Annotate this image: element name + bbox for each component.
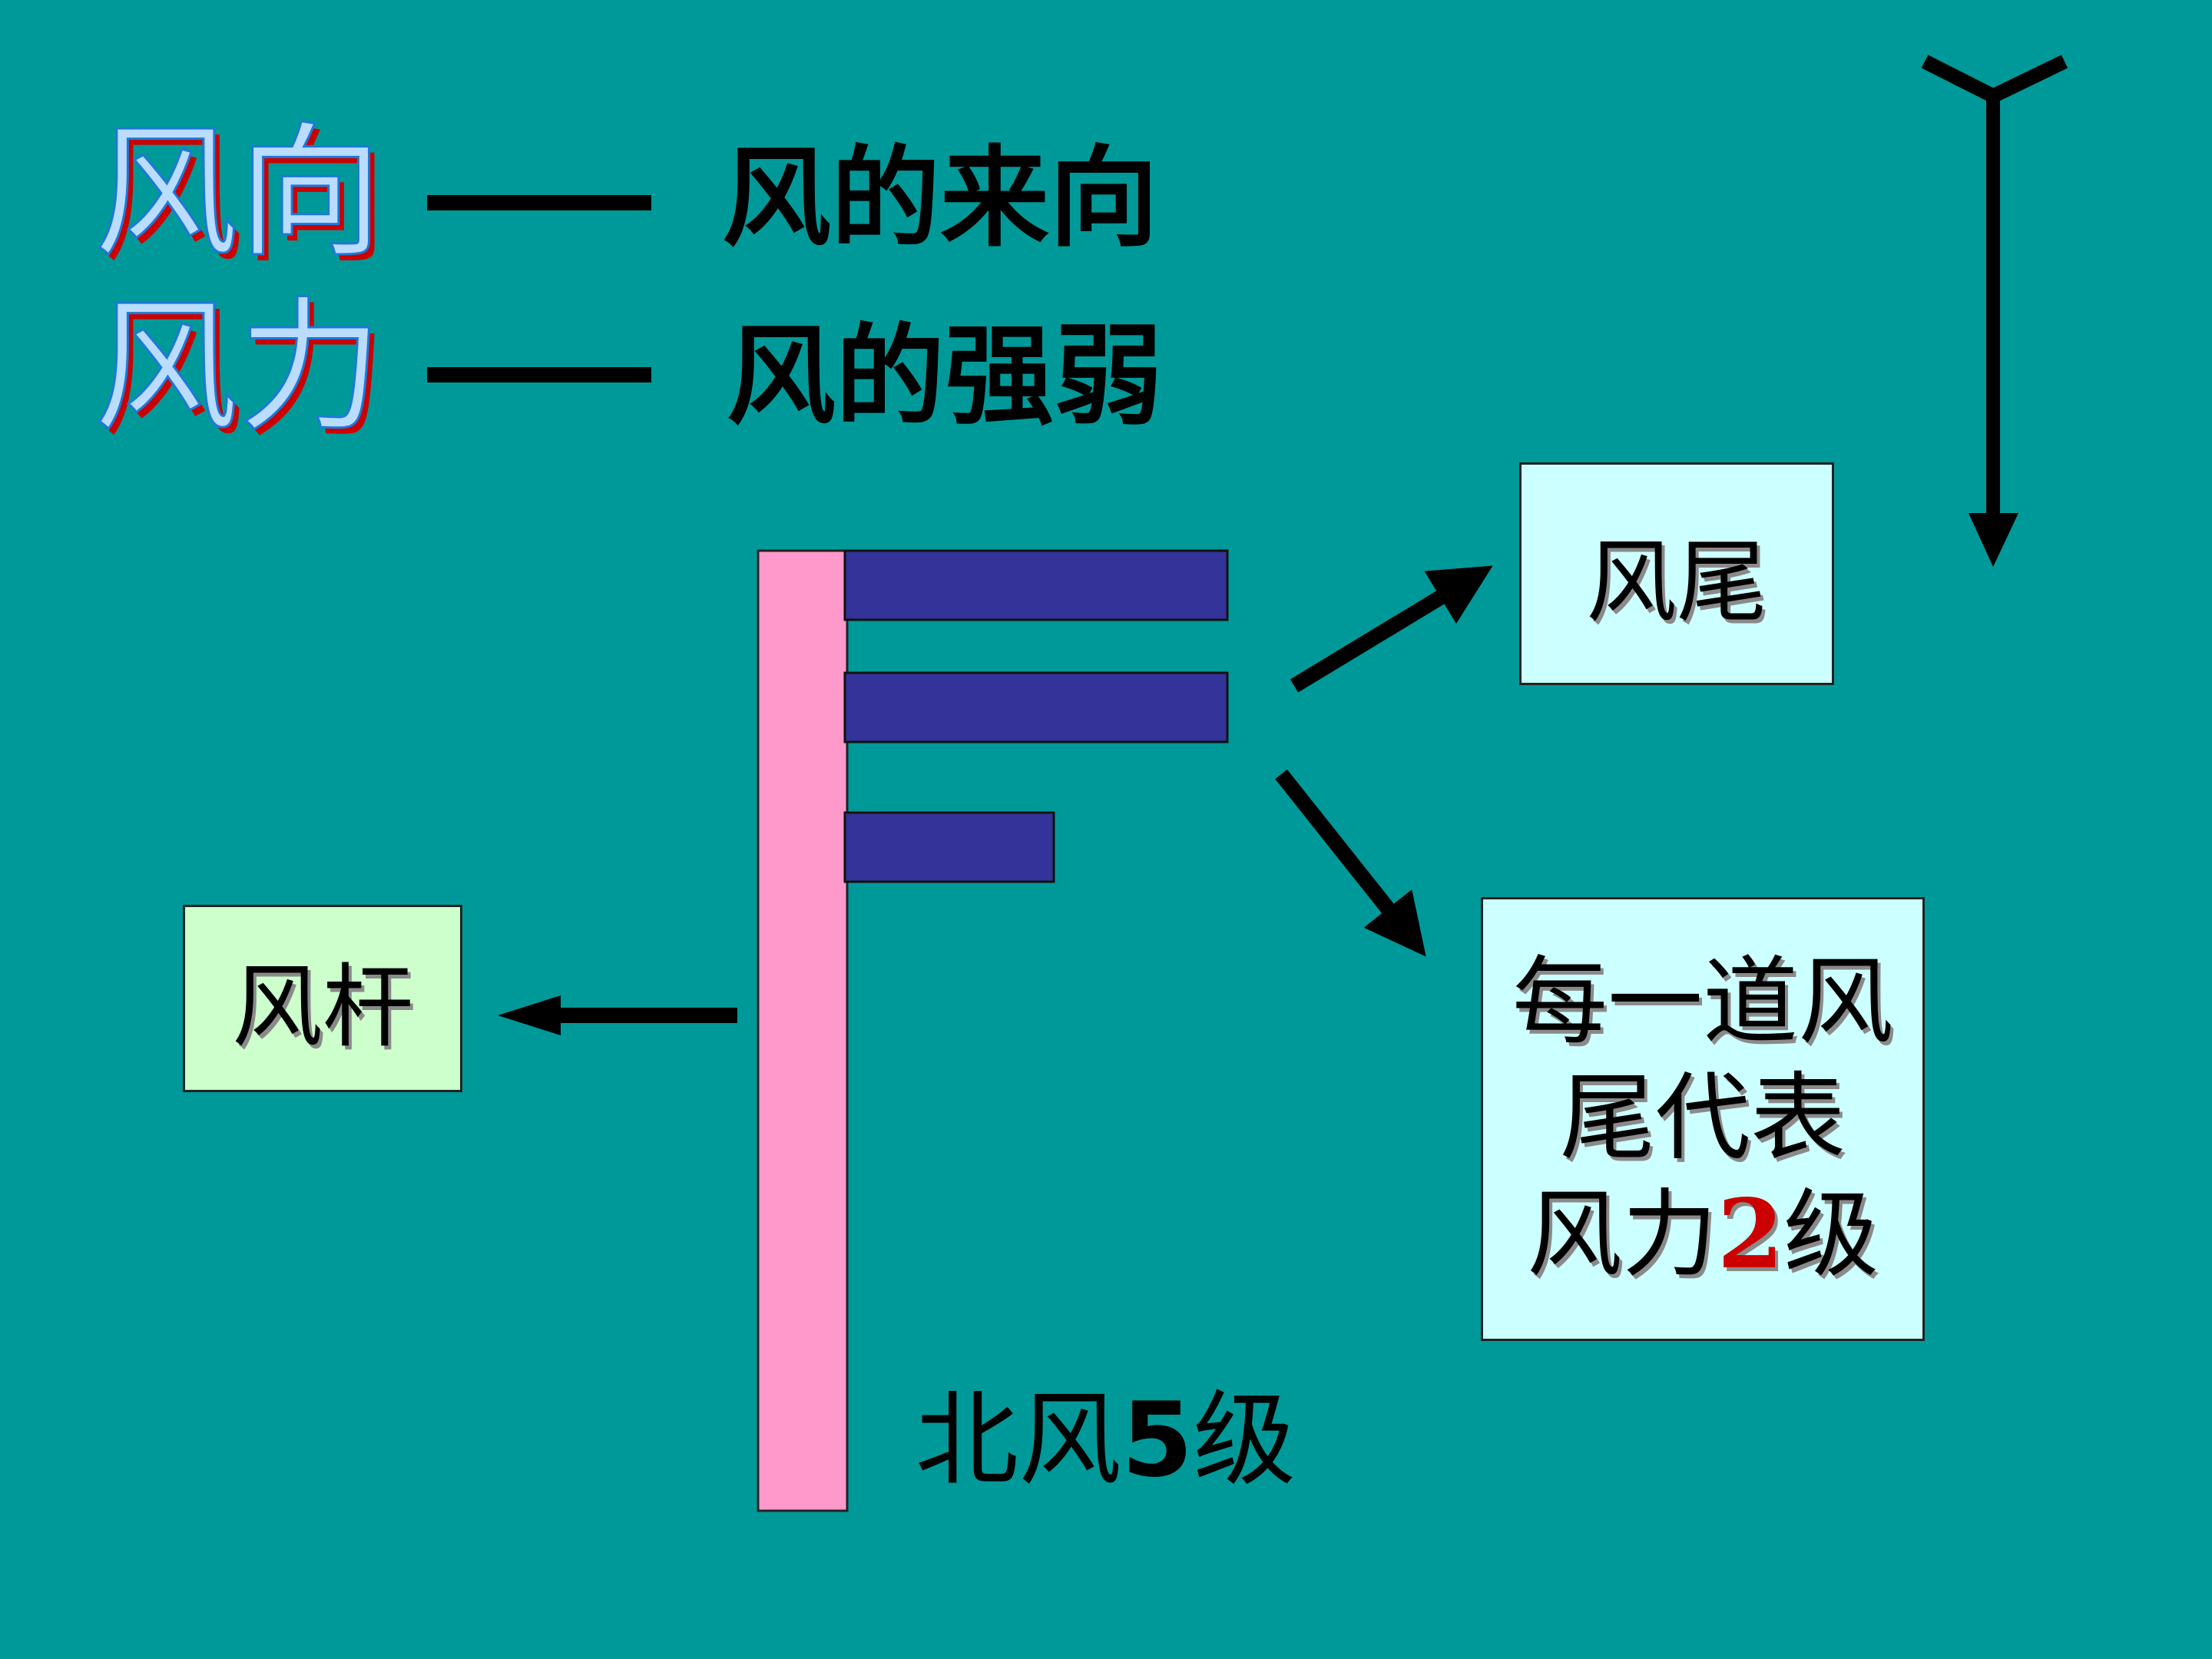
wind-shaft xyxy=(757,549,849,1512)
note-line-3: 风力2级 xyxy=(1527,1177,1879,1293)
barb-meaning-box: 每一道风 尾代表 风力2级 xyxy=(1481,897,1925,1341)
caption-prefix: 北风 xyxy=(916,1380,1122,1500)
caption-suffix: 级 xyxy=(1193,1380,1296,1500)
definition-wind-force: 风的强弱 xyxy=(727,313,1163,440)
note-line-1: 每一道风 xyxy=(1512,946,1893,1058)
tail-label: 风尾 xyxy=(1585,528,1767,635)
barb-full-2 xyxy=(843,671,1229,743)
tail-label-box: 风尾 xyxy=(1519,462,1834,685)
dash-1 xyxy=(427,195,651,210)
note-line-2: 尾代表 xyxy=(1559,1062,1846,1174)
wind-direction-symbol-icon xyxy=(1921,55,2068,567)
definition-wind-direction: 风的来向 xyxy=(722,135,1158,262)
shaft-label: 风杆 xyxy=(231,953,413,1060)
dash-2 xyxy=(427,367,651,382)
note-number: 2 xyxy=(1717,1179,1784,1291)
barb-full-1 xyxy=(843,549,1229,621)
shaft-label-box: 风杆 xyxy=(183,905,462,1092)
note-line-3-prefix: 风力 xyxy=(1526,1180,1717,1291)
barb-caption: 北风5级 xyxy=(916,1389,1296,1492)
arrow-to-note xyxy=(1275,769,1426,957)
term-wind-force: 风力 xyxy=(93,283,384,452)
arrow-to-shaft xyxy=(498,995,561,1035)
note-line-3-suffix: 级 xyxy=(1783,1180,1879,1291)
arrow-to-tail xyxy=(1290,565,1493,693)
caption-number: 5 xyxy=(1121,1380,1194,1500)
barb-half xyxy=(843,811,1055,883)
term-wind-direction: 风向 xyxy=(93,109,384,277)
